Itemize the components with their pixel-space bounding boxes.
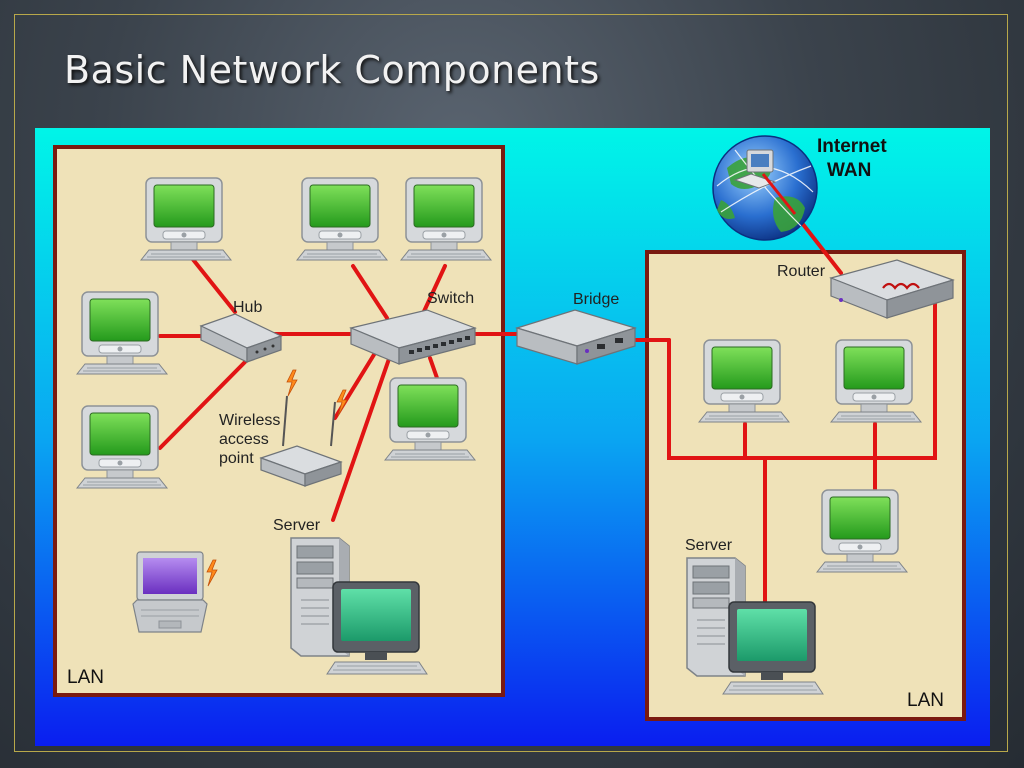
- hub-icon: [199, 313, 283, 363]
- switch-label: Switch: [427, 290, 474, 307]
- network-diagram: Hub Switch Wireless access point Server: [35, 128, 990, 746]
- slide-title: Basic Network Components: [64, 48, 600, 92]
- router-label: Router: [777, 263, 826, 280]
- slide-frame: [14, 14, 1008, 752]
- wireless-label-line1: Wireless: [219, 412, 280, 429]
- server-right-label: Server: [685, 537, 733, 554]
- bridge-icon: [514, 309, 638, 365]
- bridge-label: Bridge: [573, 291, 619, 308]
- wireless-label-line3: point: [219, 450, 254, 467]
- lan-left-label: LAN: [67, 667, 104, 688]
- hub-label: Hub: [233, 299, 262, 316]
- router-icon: [829, 259, 955, 319]
- switch-icon: [349, 309, 477, 365]
- wireless-label-line2: access: [219, 431, 269, 448]
- laptop-icon: [132, 551, 208, 633]
- internet-label-line2: WAN: [827, 160, 871, 181]
- globe-icon: [712, 135, 818, 241]
- lan-right-label: LAN: [907, 690, 944, 711]
- server-left-label: Server: [273, 517, 321, 534]
- internet-label-line1: Internet: [817, 136, 887, 157]
- network-cables: [158, 212, 937, 604]
- wireless-ap-icon: [259, 395, 343, 487]
